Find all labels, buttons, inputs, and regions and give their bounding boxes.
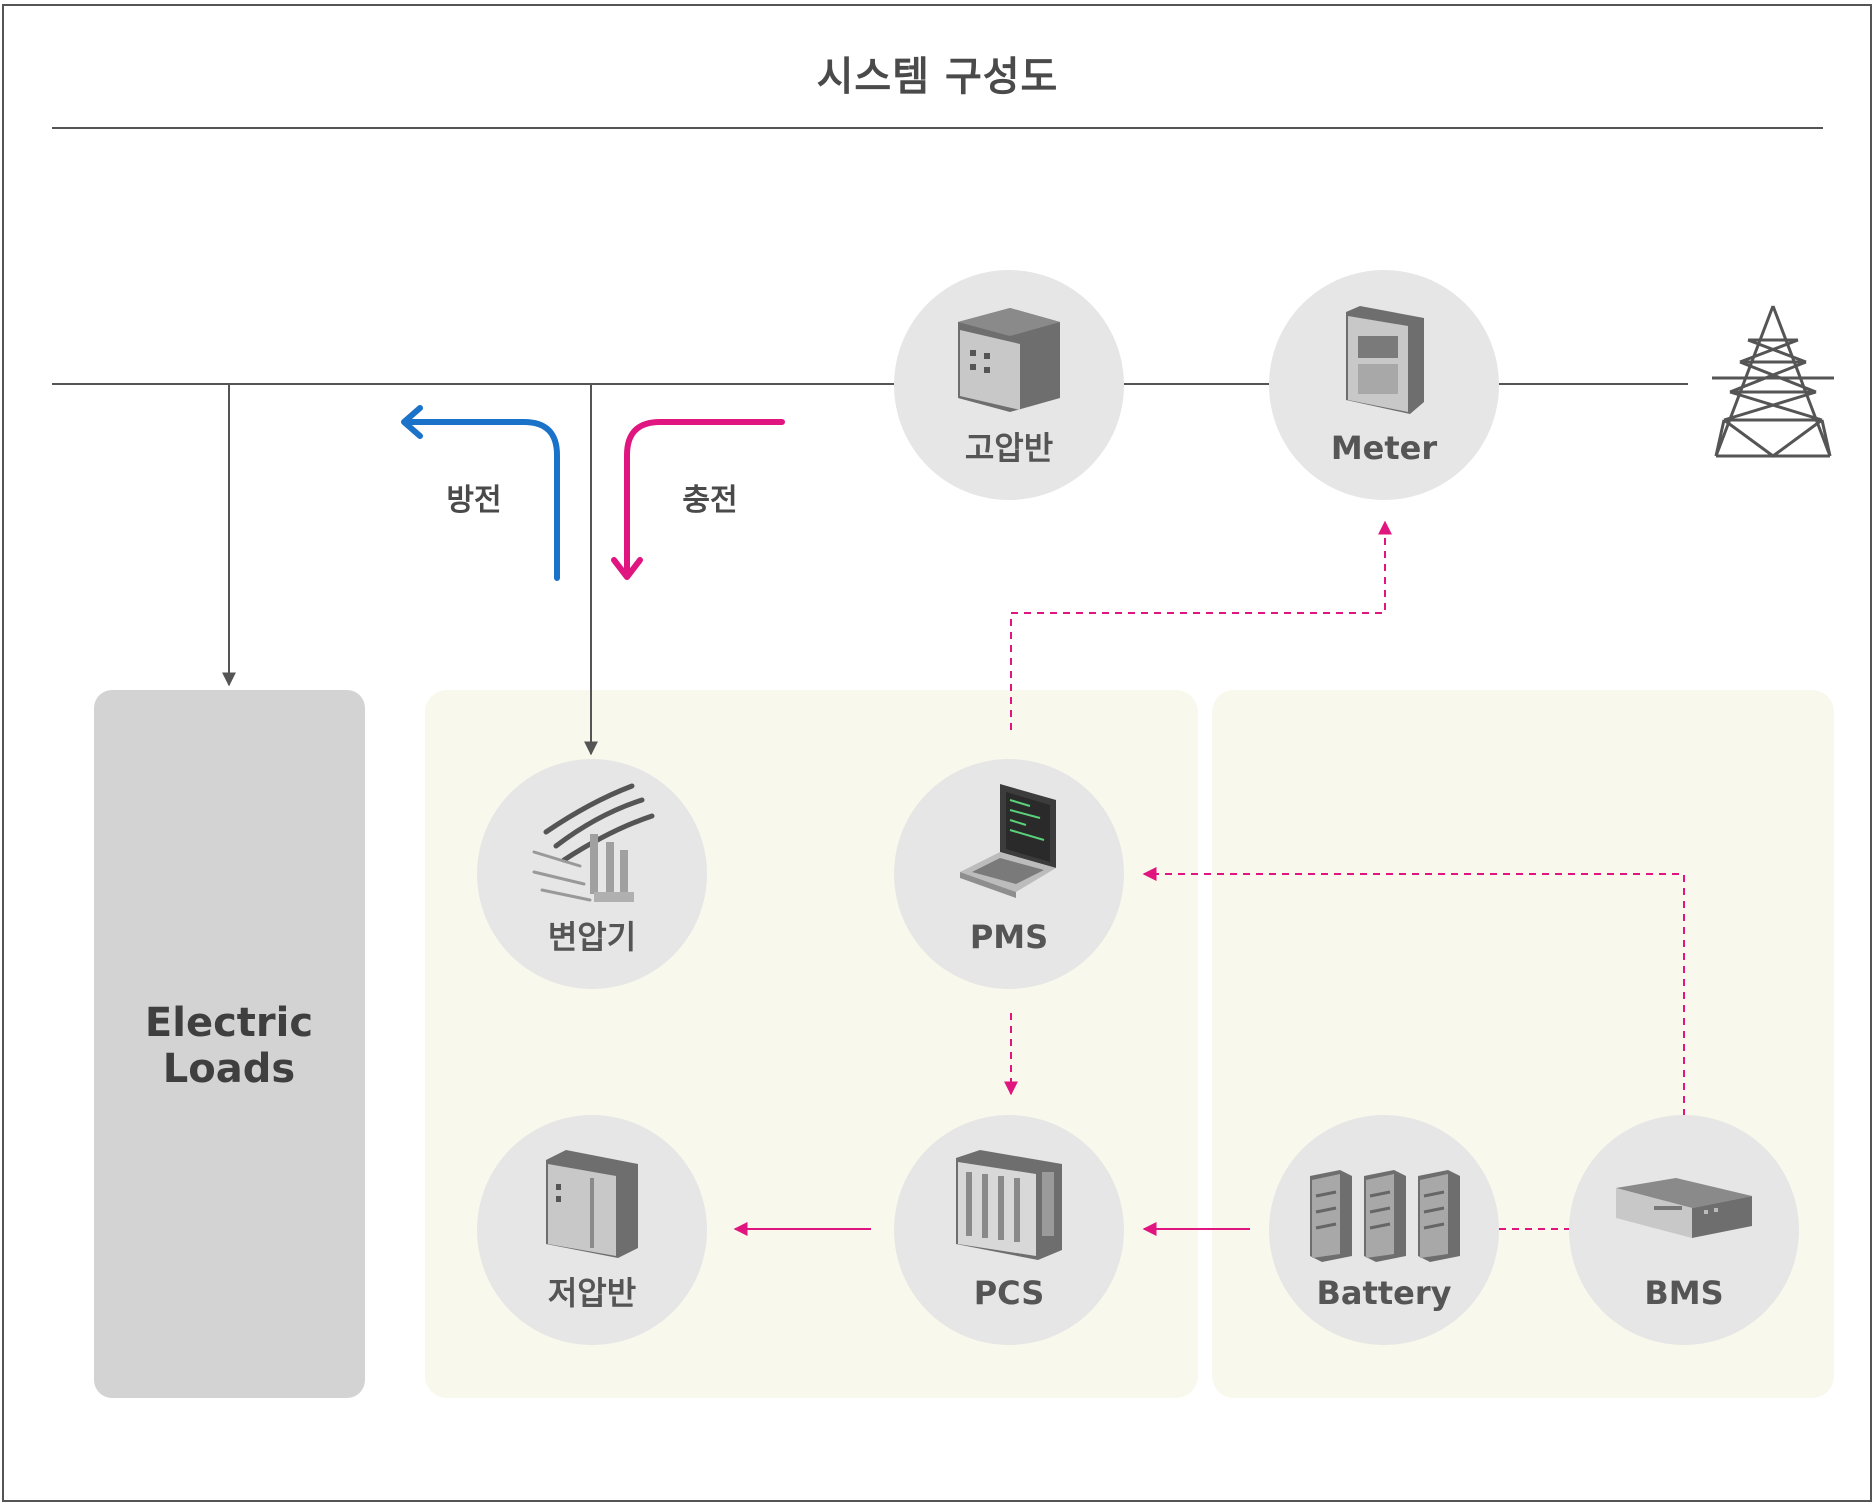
battery-rack-icon (1310, 1170, 1460, 1262)
bms-server-icon (1616, 1178, 1752, 1238)
electric-loads-box (94, 690, 365, 1398)
laptop-icon (960, 784, 1056, 898)
meter-label: Meter (1331, 429, 1438, 467)
transformer-icon (532, 783, 655, 902)
lv-panel-node: 저압반 (477, 1115, 707, 1345)
hv-panel-icon (958, 308, 1060, 412)
pms-node: PMS (894, 759, 1124, 989)
electric-loads-label-1: Electric (145, 1000, 313, 1046)
pcs-node: PCS (894, 1115, 1124, 1345)
transmission-tower-icon (1712, 305, 1834, 458)
battery-label: Battery (1317, 1274, 1452, 1312)
charge-arrowhead (611, 557, 643, 580)
hv-panel-node: 고압반 (894, 270, 1124, 500)
hv-panel-label: 고압반 (965, 429, 1053, 467)
discharge-arrow (404, 419, 560, 581)
meter-icon (1346, 306, 1424, 414)
pms-to-meter-link (1010, 520, 1392, 730)
transformer-node: 변압기 (477, 759, 707, 989)
discharge-arrowhead (401, 405, 423, 439)
electric-loads-label-2: Loads (163, 1046, 295, 1092)
bms-label: BMS (1644, 1274, 1723, 1312)
lv-panel-label: 저압반 (548, 1274, 636, 1312)
transformer-label: 변압기 (548, 918, 636, 956)
outer-frame (2, 4, 1872, 1502)
bms-to-pms-link (1142, 867, 1685, 1116)
pcs-icon (956, 1150, 1062, 1260)
charge-arrow (624, 419, 785, 577)
charge-label: 충전 (682, 483, 737, 518)
bms-node: BMS (1569, 1115, 1799, 1345)
meter-node: Meter (1269, 270, 1499, 500)
discharge-label: 방전 (446, 483, 501, 518)
page-title: 시스템 구성도 (816, 54, 1059, 100)
battery-node: Battery (1269, 1115, 1499, 1345)
pms-label: PMS (970, 918, 1048, 956)
pcs-label: PCS (974, 1274, 1045, 1312)
lv-panel-icon (546, 1150, 638, 1258)
